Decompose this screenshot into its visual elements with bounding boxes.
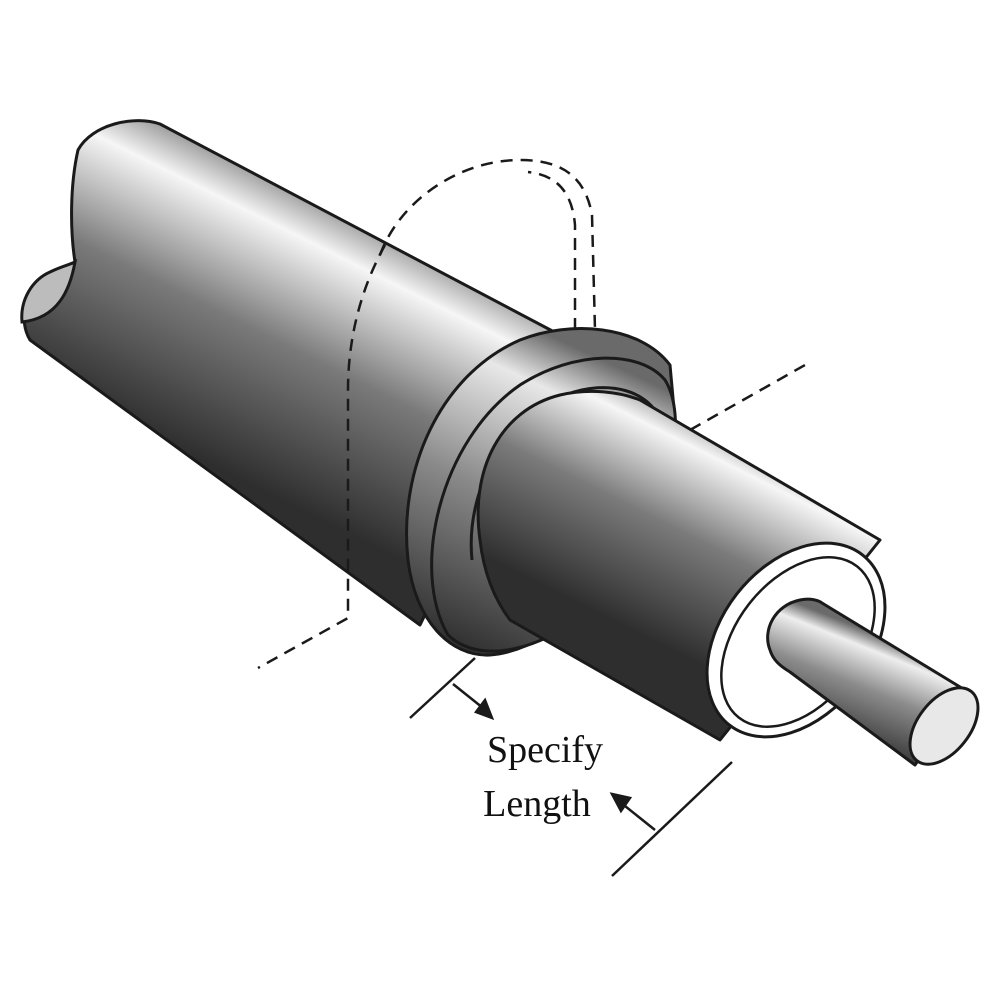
phantom-dashed-lines bbox=[257, 158, 806, 670]
dimension-lines bbox=[409, 657, 733, 877]
dimension-line-right bbox=[624, 805, 656, 831]
arrowhead-right bbox=[473, 697, 495, 721]
rod-end-face bbox=[908, 686, 980, 766]
arrowhead-left bbox=[609, 792, 633, 814]
shaft-break-face bbox=[20, 258, 78, 324]
specify-length-label-line2: Length bbox=[483, 783, 591, 825]
specify-length-label-line1: Specify bbox=[486, 729, 604, 771]
dimension-line-left bbox=[452, 683, 484, 709]
